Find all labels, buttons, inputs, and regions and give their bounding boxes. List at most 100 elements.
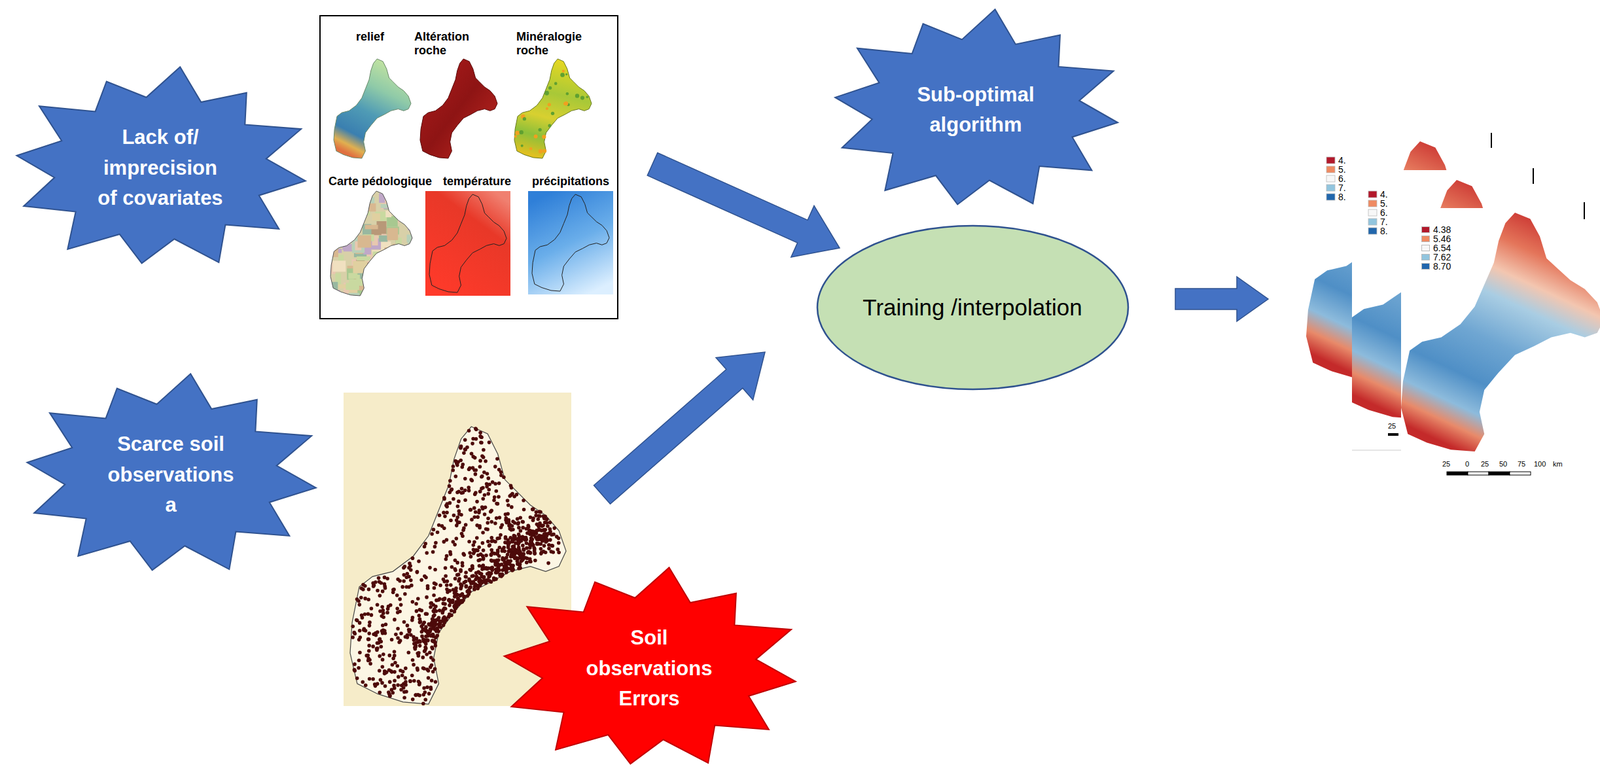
observation-point — [533, 558, 538, 563]
observation-point — [469, 507, 474, 512]
observation-point — [541, 537, 546, 542]
soil-patch — [402, 266, 413, 273]
observation-point — [393, 660, 398, 665]
observation-point — [535, 528, 540, 533]
observation-point — [397, 579, 402, 584]
soil-patch — [348, 200, 360, 211]
observation-point — [493, 464, 498, 469]
observation-point — [414, 609, 419, 614]
observation-point — [424, 638, 428, 642]
observation-point — [356, 666, 361, 671]
observation-point — [411, 635, 416, 640]
observation-point — [461, 528, 466, 533]
observation-point — [525, 556, 530, 561]
mineralogy-speck — [560, 72, 565, 78]
observation-point — [511, 537, 516, 542]
observation-point — [433, 545, 438, 550]
observation-point — [481, 548, 486, 553]
observation-point — [397, 597, 402, 602]
observation-point — [484, 484, 489, 489]
observation-point — [468, 507, 473, 512]
output-map — [1401, 212, 1600, 452]
observation-point — [457, 512, 462, 517]
soil-patch — [379, 289, 394, 296]
observation-point — [531, 529, 536, 534]
observation-point — [520, 555, 525, 560]
soil-patch — [333, 210, 341, 219]
observation-point — [533, 513, 538, 518]
observation-point — [434, 627, 439, 632]
soil-patch — [384, 290, 394, 303]
soil-patch — [346, 202, 354, 213]
text-holder: Soil observations Errors — [493, 564, 805, 773]
observation-point — [421, 702, 426, 707]
scale-label: km — [1552, 460, 1563, 468]
soil-patch — [346, 208, 361, 220]
observation-point — [510, 565, 515, 570]
observation-point — [492, 498, 497, 503]
observation-point — [368, 662, 373, 667]
observation-point — [387, 653, 392, 658]
scale-bar — [1509, 471, 1531, 476]
observation-point — [472, 586, 477, 591]
legend-row: 5.46 — [1421, 234, 1451, 244]
mineralogy-speck — [586, 95, 589, 98]
observation-point — [451, 497, 456, 502]
observation-point — [478, 431, 483, 436]
observation-point — [448, 479, 453, 483]
observation-point — [452, 594, 457, 599]
legend-value: 7.62 — [1433, 252, 1451, 262]
observation-point — [532, 545, 536, 550]
soil-patch — [378, 266, 388, 275]
observation-point — [474, 574, 479, 579]
observation-point — [443, 602, 447, 606]
observation-point — [473, 426, 478, 431]
observation-point — [401, 566, 406, 570]
soil-patch — [365, 225, 379, 230]
observation-point — [515, 562, 520, 567]
observation-point — [530, 507, 535, 512]
observation-point — [472, 515, 477, 520]
soil-patch — [331, 289, 341, 301]
observation-point — [407, 651, 411, 656]
observation-point — [474, 437, 479, 442]
soil-patch — [397, 201, 405, 207]
observation-point — [530, 507, 535, 512]
observation-point — [547, 547, 552, 552]
scale-label: 25 — [1442, 460, 1451, 468]
scale-label: 50 — [1499, 460, 1508, 468]
legend-value: 6. — [1338, 174, 1347, 184]
observation-point — [432, 581, 437, 586]
observation-point — [503, 540, 508, 545]
observation-point — [460, 486, 464, 491]
observation-point — [509, 528, 514, 533]
observation-point — [537, 514, 542, 519]
observation-point — [513, 556, 517, 561]
observation-point — [362, 626, 367, 631]
observation-point — [479, 435, 484, 440]
observation-point — [503, 512, 508, 517]
soil-patch — [376, 292, 383, 300]
issue-text: Lack of/ imprecision of covariates — [94, 122, 227, 214]
observation-point — [526, 551, 531, 555]
observation-point — [521, 498, 526, 503]
soil-patch — [403, 245, 413, 256]
text-block: Training /interpolation — [862, 293, 1082, 322]
legend-value: 6. — [1380, 208, 1388, 218]
legend-value: 8.70 — [1433, 261, 1451, 271]
observation-point — [431, 639, 436, 644]
observation-point — [548, 537, 553, 542]
observation-point — [357, 628, 362, 633]
observation-point — [498, 533, 503, 538]
observation-point — [390, 670, 394, 675]
observation-point — [471, 551, 476, 556]
observation-point — [536, 541, 541, 546]
observation-point — [367, 631, 372, 636]
observation-point — [460, 533, 465, 538]
soil-patch — [410, 196, 425, 205]
observation-point — [359, 586, 364, 591]
observation-point — [414, 602, 419, 606]
soil-patch — [411, 237, 417, 246]
observation-point — [410, 658, 415, 663]
observation-point — [518, 528, 523, 533]
